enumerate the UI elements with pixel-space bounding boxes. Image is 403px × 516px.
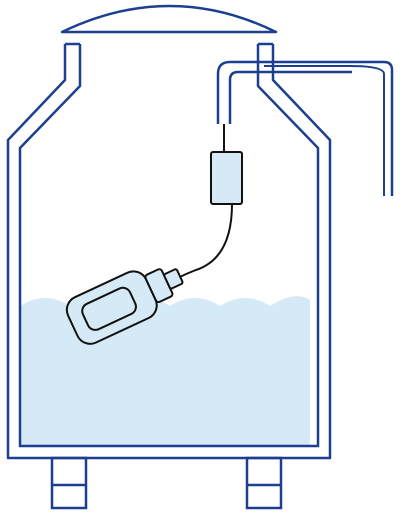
right-leg: [245, 456, 283, 510]
water-fill: [20, 296, 310, 446]
lower-cable: [172, 203, 233, 285]
tank-lid: [60, 4, 278, 34]
tank-inner-wall: [18, 44, 320, 448]
junction-box-icon: [210, 151, 243, 205]
float-switch-icon: [65, 268, 184, 345]
tank-outer-wall: [6, 44, 332, 460]
left-leg: [50, 456, 88, 510]
vent-pipe-icon: [216, 60, 394, 196]
